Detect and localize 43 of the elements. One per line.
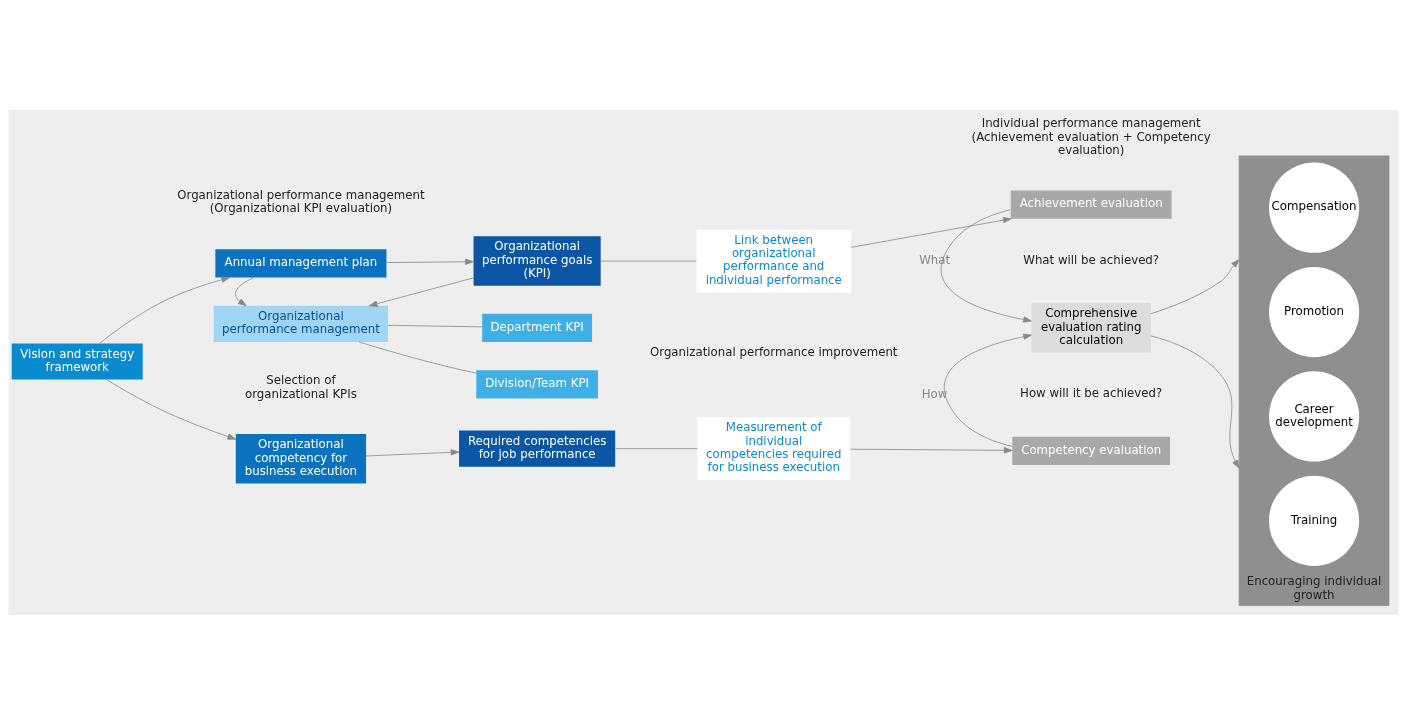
node-box: Annual management plan <box>215 249 387 278</box>
connector <box>615 448 698 449</box>
edge-label: How <box>921 387 948 402</box>
arrow <box>943 333 1032 447</box>
node-box: Achievement evaluation <box>1010 190 1172 219</box>
node-circle: Career development <box>1268 371 1360 462</box>
node-circle: Compensation <box>1268 162 1360 253</box>
arrow <box>940 209 1032 323</box>
node-box: Organizational performance management <box>213 305 388 342</box>
arrow <box>99 276 231 344</box>
arrow <box>386 258 474 265</box>
node-box: Organizational performance goals (KPI) <box>473 236 601 286</box>
node-box: Link between organizational performance and individual performance <box>696 229 852 293</box>
arrow <box>1150 259 1240 315</box>
connector <box>387 324 483 328</box>
node-box: Department KPI <box>482 313 593 342</box>
label: Organizational performance management (Organizational KPI evaluation) <box>177 188 425 216</box>
arrow <box>850 217 1012 248</box>
node-box: Organizational competency for business execution <box>235 434 367 484</box>
node-circle: Promotion <box>1268 266 1360 358</box>
cluster <box>1238 155 1390 606</box>
node-label: Selection of organizational KPIs <box>245 373 357 401</box>
arrow <box>850 447 1013 454</box>
connector <box>600 260 697 262</box>
label: Organizational performance improvement <box>649 344 898 359</box>
node-box: Competency evaluation <box>1012 436 1171 466</box>
node-box: Division/Team KPI <box>476 370 598 399</box>
node-box: Vision and strategy framework <box>11 343 143 380</box>
arrow <box>368 277 474 307</box>
arrow <box>1150 335 1240 469</box>
node-box: Measurement of individual competencies required for business execution <box>697 417 851 480</box>
label: Individual performance management (Achievement evaluation + Competency evaluation) <box>971 116 1211 157</box>
node-box: Comprehensive evaluation rating calculation <box>1031 303 1151 353</box>
edge-label: What <box>919 252 951 267</box>
label: How will it be achieved? <box>1020 386 1163 401</box>
arrow <box>235 277 255 307</box>
node-label: Encouraging individual growth <box>1246 574 1382 602</box>
connector <box>358 341 477 374</box>
arrow <box>106 379 237 440</box>
node-box: Required competencies for job performance <box>459 430 616 467</box>
node-circle: Training <box>1268 475 1360 566</box>
label: What will be achieved? <box>1023 252 1160 267</box>
arrow <box>365 449 460 457</box>
